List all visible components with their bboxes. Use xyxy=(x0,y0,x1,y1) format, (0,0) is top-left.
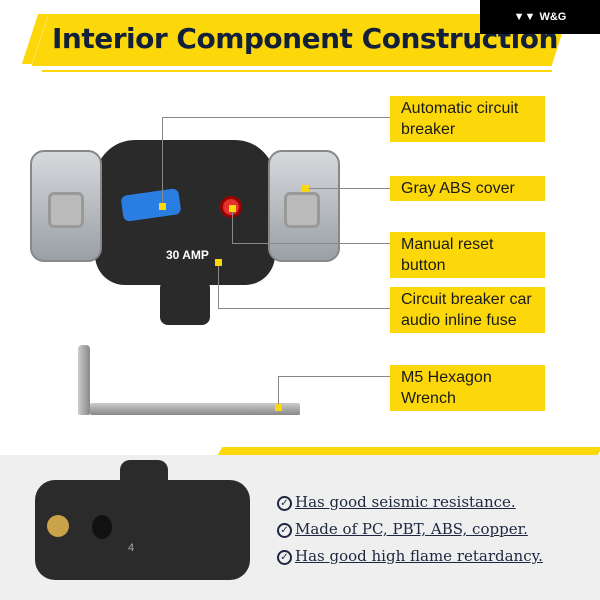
mount-tab xyxy=(160,280,210,325)
feature-text: Made of PC, PBT, ABS, copper. xyxy=(295,520,528,538)
feature-item: ✓Has good high flame retardancy. xyxy=(277,547,543,565)
marker-dot xyxy=(159,203,166,210)
amp-rating: 30 AMP xyxy=(166,248,209,262)
mold-mark: 4 xyxy=(128,542,135,554)
section-stripe xyxy=(217,447,600,455)
marker-dot xyxy=(302,185,309,192)
hex-wrench xyxy=(90,403,300,415)
banner-underline xyxy=(42,70,552,72)
logo-icon: ▼▼ xyxy=(513,11,536,23)
callout-circuit-breaker: Automatic circuit breaker xyxy=(390,96,545,142)
page-title: Interior Component Construction xyxy=(52,22,558,55)
marker-dot xyxy=(229,205,236,212)
feature-item: ✓Has good seismic resistance. xyxy=(277,493,516,511)
breaker-underside xyxy=(35,480,250,580)
marker-dot xyxy=(215,259,222,266)
right-terminal xyxy=(284,192,320,228)
leader-line xyxy=(278,376,390,377)
left-cover xyxy=(30,150,102,262)
check-icon: ✓ xyxy=(277,549,292,565)
leader-line xyxy=(232,243,390,244)
callout-inline-fuse: Circuit breaker car audio inline fuse xyxy=(390,287,545,333)
callout-reset-button: Manual reset button xyxy=(390,232,545,278)
leader-line xyxy=(218,262,219,308)
feature-item: ✓Made of PC, PBT, ABS, copper. xyxy=(277,520,528,538)
brass-screw xyxy=(47,515,69,537)
feature-text: Has good seismic resistance. xyxy=(295,493,516,511)
hole xyxy=(92,515,112,539)
leader-line xyxy=(162,117,163,205)
leader-line xyxy=(232,208,233,243)
marker-dot xyxy=(275,404,282,411)
callout-abs-cover: Gray ABS cover xyxy=(390,176,545,201)
check-icon: ✓ xyxy=(277,495,292,511)
leader-line xyxy=(218,308,390,309)
leader-line xyxy=(162,117,390,118)
wrench-short-arm xyxy=(78,345,90,415)
brand-logo: ▼▼W&G xyxy=(480,0,600,34)
feature-text: Has good high flame retardancy. xyxy=(295,547,543,565)
check-icon: ✓ xyxy=(277,522,292,538)
left-terminal xyxy=(48,192,84,228)
logo-text: W&G xyxy=(539,11,567,23)
leader-line xyxy=(278,376,279,406)
leader-line xyxy=(305,188,390,189)
callout-hex-wrench: M5 Hexagon Wrench xyxy=(390,365,545,411)
